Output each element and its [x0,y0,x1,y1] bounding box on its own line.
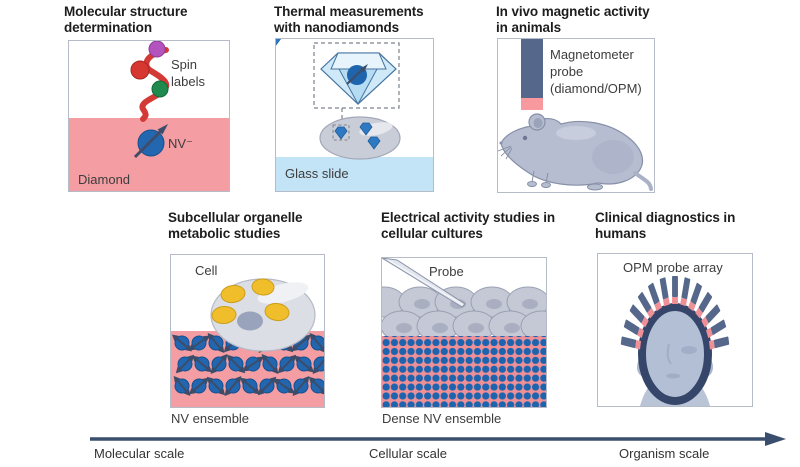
panel-in-vivo-animals: Magnetometer probe (diamond/OPM) [497,38,655,193]
panel-title-thermal: Thermal measurements with nanodiamonds [274,4,424,36]
spin-label-red [130,60,150,80]
molecular-structure-art [69,41,229,191]
panel-title-clinical: Clinical diagnostics in humans [595,210,736,242]
glass-slide-label: Glass slide [285,166,349,181]
organelle [220,284,246,304]
glass-slide [276,157,433,191]
mouse-illustration [498,113,653,191]
opm-helmet-band [638,303,712,405]
magnetometer-probe-icon [521,39,543,110]
panel-title-subcellular: Subcellular organelle metabolic studies [168,210,303,242]
spin-labels-label: Spin labels [171,57,205,89]
panel-thermal-nanodiamonds: Glass slide [275,38,434,192]
mouse-whiskers [498,145,513,160]
probe-needle-icon [382,258,466,308]
cell-with-nanodiamonds [276,39,401,160]
magnetometer-probe-label: Magnetometer probe (diamond/OPM) [550,47,642,96]
panel-clinical-humans: OPM probe array [597,253,753,407]
organelle [211,305,237,325]
nv-label: NV⁻ [168,136,193,151]
spin-label-purple [148,41,166,58]
panel-title-molecular-structure: Molecular structure determination [64,4,188,36]
panel-electrical-cultures: Probe [381,257,547,408]
cell-culture-layer [382,286,546,342]
probe-label: Probe [429,264,464,279]
nv-ensemble-caption: NV ensemble [171,411,250,426]
scale-arrow-icon [90,432,786,446]
panel-molecular-structure: Spin labels NV⁻ Diamond [68,40,230,192]
diamond-gem-icon [320,52,397,106]
head-opm-illustration [620,276,730,406]
nv-center-icon [133,124,168,159]
spin-labels-molecule [130,41,170,122]
subcellular-art [171,278,324,407]
organelle [264,302,290,322]
nucleus [237,311,263,331]
axis-label-cellular-scale: Cellular scale [369,446,448,461]
cell-label: Cell [195,263,218,278]
opm-probe-array-label: OPM probe array [623,260,723,275]
nanodiamond-icon [276,39,281,46]
mouse-eye [522,135,528,141]
organelle [251,278,275,296]
cell-illustration [210,278,316,352]
mouse-tail [633,171,653,191]
dense-nv-dots [382,336,546,407]
clinical-art [620,276,730,406]
spin-label-green [151,80,169,98]
diamond-label: Diamond [78,172,131,187]
in-vivo-art [498,39,653,191]
axis-label-organism-scale: Organism scale [619,446,710,461]
panel-subcellular-organelle: Cell [170,254,325,408]
panel-title-in-vivo: In vivo magnetic activity in animals [496,4,650,36]
face [645,310,705,398]
zoom-dashed-box [313,42,400,109]
panel-title-electrical: Electrical activity studies in cellular … [381,210,556,242]
dense-nv-ensemble-caption: Dense NV ensemble [382,411,502,426]
nanodiamond-highlight-box [332,124,350,141]
electrical-art [382,258,546,407]
axis-label-molecular-scale: Molecular scale [94,446,185,461]
thermal-art [276,39,433,191]
